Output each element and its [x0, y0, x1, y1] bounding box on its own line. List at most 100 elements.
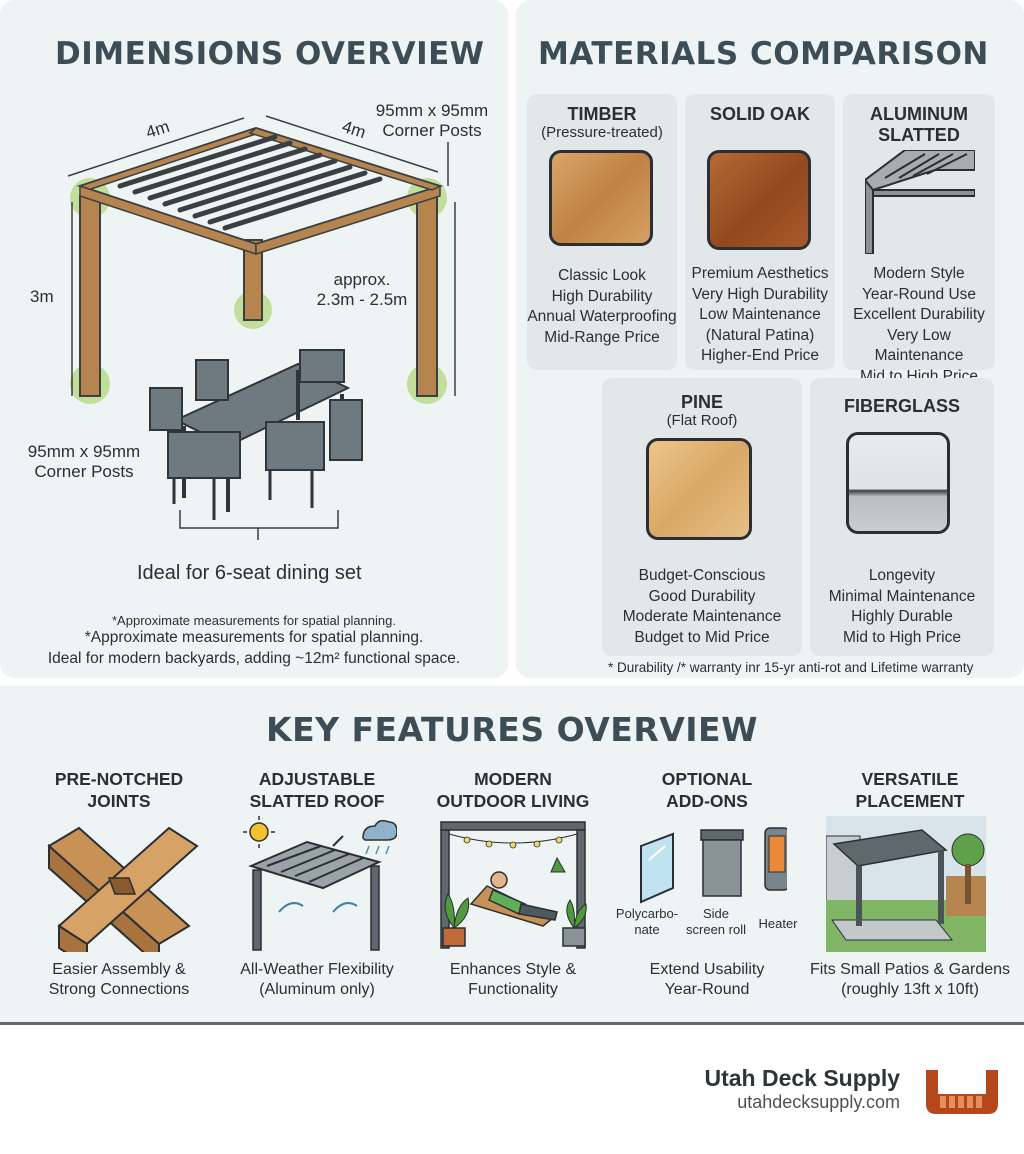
- feature-title-line2: OUTDOOR LIVING: [436, 791, 590, 811]
- card-details: Longevity Minimal Maintenance Highly Dur…: [810, 566, 994, 648]
- feature-desc: All-Weather Flexibility (Aluminum only): [222, 960, 412, 1000]
- corner-posts-bottom-line1: 95mm x 95mm: [27, 442, 141, 461]
- feature-desc-line1: Fits Small Patios & Gardens: [809, 961, 1011, 978]
- card-line: Excellent Durability: [853, 306, 985, 323]
- features-divider: [0, 1022, 1024, 1025]
- material-card-pine: PINE (Flat Roof) Budget-Conscious Good D…: [602, 378, 802, 656]
- corner-posts-bottom-line2: Corner Posts: [34, 462, 134, 481]
- card-line: Premium Aesthetics: [691, 265, 829, 282]
- card-line: High Durability: [551, 287, 653, 305]
- card-line: Mid to High Price: [842, 628, 961, 646]
- material-card-timber: TIMBER (Pressure-treated) Classic Look H…: [527, 94, 677, 370]
- feature-title-line1: MODERN: [474, 769, 552, 789]
- feature-desc-line2: Year-Round: [664, 981, 750, 998]
- addon-label-line: screen roll: [686, 922, 746, 937]
- note-3: Ideal for modern backyards, adding ~12m²…: [47, 650, 461, 667]
- feature-desc-line1: Enhances Style &: [449, 961, 577, 978]
- feature-adjustable-roof: ADJUSTABLE SLATTED ROOF All-Weather Flex…: [222, 768, 412, 998]
- clearance-label: approx. 2.3m - 2.5m: [302, 270, 422, 310]
- card-line: Mid-Range Price: [544, 328, 660, 346]
- materials-title: MATERIALS COMPARISON: [538, 36, 989, 72]
- features-title: KEY FEATURES OVERVIEW: [266, 710, 758, 749]
- card-line: Longevity: [868, 567, 936, 584]
- materials-footnote: * Durability /* warranty inr 15-yr anti-…: [608, 660, 974, 675]
- addon-heater-label: Heater: [758, 916, 798, 931]
- notched-joint-icon: [47, 826, 199, 952]
- card-line: Budget-Conscious: [638, 567, 766, 584]
- feature-desc-line1: Easier Assembly &: [52, 961, 186, 978]
- card-line: Low Maintenance: [699, 306, 821, 323]
- card-line: Very High Durability: [691, 285, 829, 303]
- card-line: Highly Durable: [851, 608, 953, 625]
- feature-desc: Fits Small Patios & Gardens (roughly 13f…: [804, 960, 1016, 1000]
- card-details: Modern Style Year-Round Use Excellent Du…: [843, 264, 995, 387]
- card-details: Classic Look High Durability Annual Wate…: [527, 266, 677, 348]
- corner-posts-top-label: 95mm x 95mm Corner Posts: [370, 101, 494, 141]
- feature-add-ons: OPTIONAL ADD-ONS Polycarbo- nate Side sc…: [612, 768, 802, 998]
- card-line: Moderate Maintenance: [622, 608, 782, 625]
- height-label: 3m: [30, 287, 54, 306]
- feature-title: PRE-NOTCHED JOINTS: [24, 768, 214, 812]
- feature-title-line2: JOINTS: [87, 791, 151, 811]
- feature-outdoor-living: MODERN OUTDOOR LIVING Enhances Style & F…: [418, 768, 608, 998]
- card-title-line1: ALUMINUM: [870, 104, 968, 124]
- feature-desc-line1: Extend Usability: [649, 961, 765, 978]
- feature-title-line1: PRE-NOTCHED: [54, 769, 184, 789]
- feature-title: VERSATILE PLACEMENT: [804, 768, 1016, 812]
- clearance-line1: approx.: [333, 270, 391, 289]
- clearance-line2: 2.3m - 2.5m: [316, 290, 408, 309]
- card-title: TIMBER: [567, 104, 637, 124]
- addon-polycarbonate-label: Polycarbo- nate: [612, 906, 682, 938]
- card-details: Budget-Conscious Good Durability Moderat…: [602, 566, 802, 648]
- card-title: SOLID OAK: [709, 104, 810, 124]
- addon-label-line: nate: [634, 922, 660, 937]
- feature-pre-notched-joints: PRE-NOTCHED JOINTS Easier Assembly & Str…: [24, 768, 214, 998]
- brand-url[interactable]: utahdecksupply.com: [737, 1092, 900, 1112]
- card-line: (Natural Patina): [705, 326, 815, 344]
- card-line: Higher-End Price: [700, 347, 820, 364]
- card-line: Classic Look: [558, 267, 646, 284]
- lounge-icon: [440, 821, 587, 949]
- card-line: Budget to Mid Price: [634, 628, 770, 646]
- fiberglass-swatch: [846, 432, 950, 534]
- card-title: ALUMINUM SLATTED: [843, 104, 995, 146]
- slatted-roof-icon: [243, 816, 397, 951]
- brand-name: Utah Deck Supply: [704, 1065, 900, 1091]
- feature-title-line2: PLACEMENT: [855, 791, 965, 811]
- feature-title-line1: OPTIONAL: [661, 769, 753, 789]
- brand-logo-icon: [926, 1070, 998, 1114]
- card-line: Modern Style: [873, 265, 965, 282]
- card-subtitle: (Pressure-treated): [541, 124, 663, 141]
- pine-swatch: [646, 438, 752, 540]
- addon-label-line: Polycarbo-: [615, 906, 679, 921]
- feature-placement: VERSATILE PLACEMENT Fits Small Patios & …: [804, 768, 1016, 998]
- feature-title: ADJUSTABLE SLATTED ROOF: [222, 768, 412, 812]
- material-card-fiberglass: FIBERGLASS Longevity Minimal Maintenance…: [810, 378, 994, 656]
- corner-posts-top-line1: 95mm x 95mm: [375, 101, 489, 120]
- card-line: Minimal Maintenance: [828, 587, 976, 605]
- addon-side-screen-label: Side screen roll: [678, 906, 754, 938]
- timber-swatch: [549, 150, 653, 246]
- feature-desc-line2: Functionality: [468, 981, 558, 998]
- feature-desc: Enhances Style & Functionality: [418, 960, 608, 1000]
- addon-label-line: Side: [702, 906, 730, 921]
- corner-posts-bottom-label: 95mm x 95mm Corner Posts: [24, 442, 144, 482]
- feature-desc: Easier Assembly & Strong Connections: [24, 960, 214, 1000]
- material-card-aluminum: ALUMINUM SLATTED Modern Style Year-Round…: [843, 94, 995, 385]
- feature-title-line1: ADJUSTABLE: [258, 769, 376, 789]
- card-line: Annual Waterproofing: [527, 308, 677, 325]
- card-details: Premium Aesthetics Very High Durability …: [685, 264, 835, 367]
- feature-desc-line1: All-Weather Flexibility: [240, 961, 394, 978]
- feature-desc-line2: (Aluminum only): [259, 981, 375, 998]
- feature-desc-line2: Strong Connections: [48, 981, 190, 998]
- dimensions-title: DIMENSIONS OVERVIEW: [55, 36, 485, 72]
- card-title-line2: SLATTED: [878, 125, 960, 145]
- feature-title: OPTIONAL ADD-ONS: [612, 768, 802, 812]
- feature-desc-line2: (roughly 13ft x 10ft): [841, 981, 979, 998]
- feature-title-line1: VERSATILE: [861, 769, 959, 789]
- feature-title-line2: ADD-ONS: [666, 791, 748, 811]
- card-title: FIBERGLASS: [843, 396, 960, 416]
- card-subtitle: (Flat Roof): [666, 412, 738, 429]
- card-line: Good Durability: [648, 587, 756, 605]
- card-title: PINE: [680, 392, 723, 412]
